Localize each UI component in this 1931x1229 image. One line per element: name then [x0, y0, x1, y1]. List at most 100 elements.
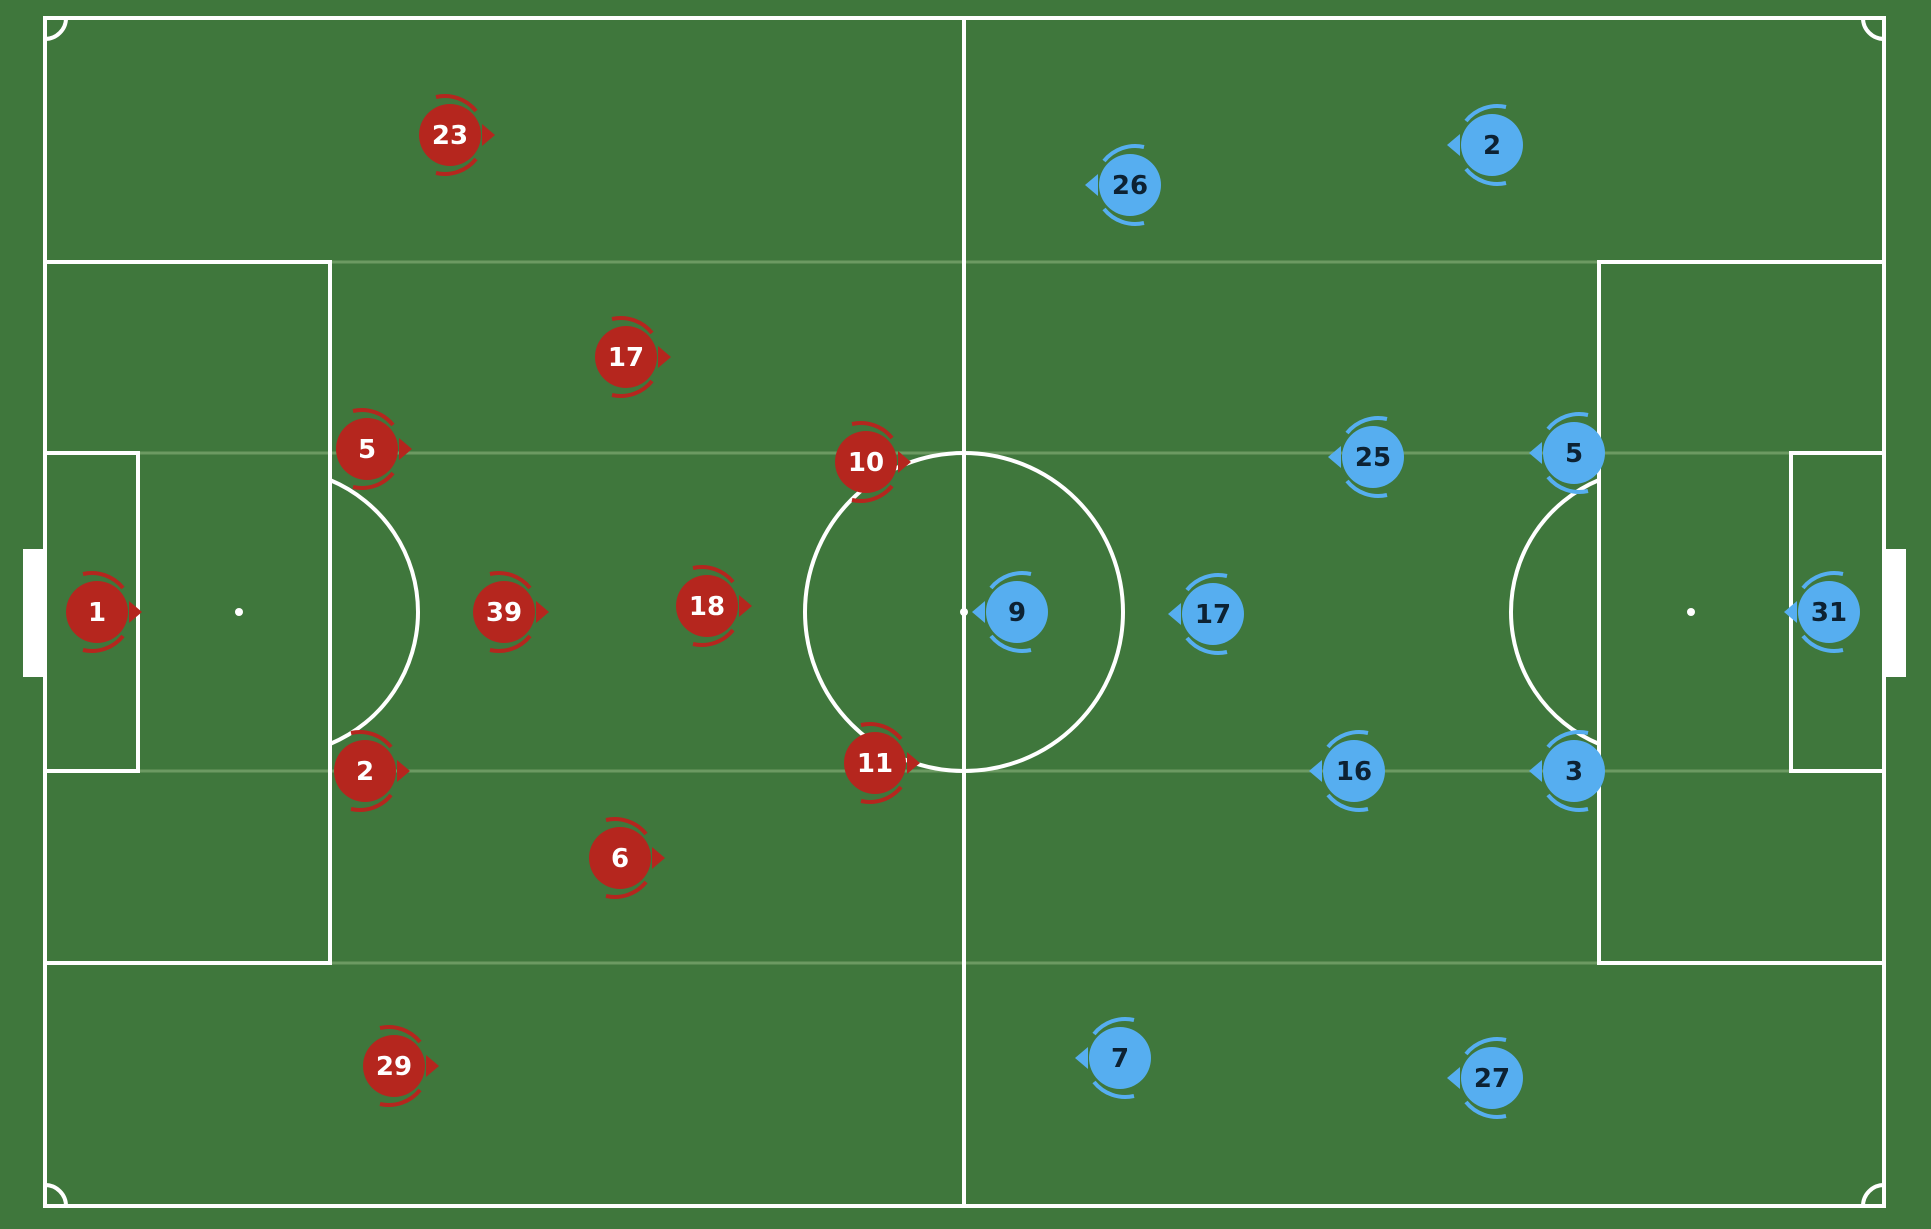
direction-arrow	[426, 1055, 439, 1077]
away-player-5[interactable]: 5	[1529, 412, 1605, 494]
player-arc-bottom	[435, 157, 478, 176]
player-arc-top	[1092, 1017, 1135, 1036]
player-number: 2	[356, 757, 374, 787]
home-player-10[interactable]: 10	[835, 421, 911, 503]
player-number: 11	[857, 749, 893, 779]
player-arc-top	[1345, 416, 1388, 435]
player-arc-bottom	[1464, 1100, 1507, 1119]
player-number: 17	[1195, 600, 1231, 630]
player-arc-bottom	[605, 880, 648, 899]
home-player-18[interactable]: 18	[676, 565, 752, 647]
player-arc-bottom	[1185, 636, 1228, 655]
player-arc-top	[860, 722, 903, 741]
home-player-29[interactable]: 29	[363, 1025, 439, 1107]
home-player-23[interactable]: 23	[419, 94, 495, 176]
away-player-16[interactable]: 16	[1309, 730, 1385, 812]
player-arc-top	[1464, 1037, 1507, 1056]
player-arc-bottom	[1092, 1080, 1135, 1099]
player-marker	[1323, 740, 1385, 802]
player-marker	[473, 581, 535, 643]
home-player-39[interactable]: 39	[473, 571, 549, 653]
player-arc-top	[379, 1025, 422, 1044]
home-player-1[interactable]: 1	[66, 571, 142, 653]
direction-arrow	[399, 438, 412, 460]
home-player-17[interactable]: 17	[595, 316, 671, 398]
away-player-26[interactable]: 26	[1085, 144, 1161, 226]
player-arc-bottom	[1102, 207, 1145, 226]
direction-arrow	[1075, 1047, 1088, 1069]
away-player-17[interactable]: 17	[1168, 573, 1244, 655]
player-number: 31	[1811, 598, 1847, 628]
player-marker	[334, 740, 396, 802]
player-arc-bottom	[851, 484, 894, 503]
player-marker	[1089, 1027, 1151, 1089]
player-marker	[1342, 426, 1404, 488]
player-number: 1	[88, 598, 106, 628]
left-penalty-arc	[329, 478, 420, 746]
player-arc-top	[851, 421, 894, 440]
player-marker	[336, 418, 398, 480]
direction-arrow	[1309, 760, 1322, 782]
player-marker	[363, 1035, 425, 1097]
player-arc-bottom	[489, 634, 532, 653]
player-arc-top	[692, 565, 735, 584]
direction-arrow	[1447, 1067, 1460, 1089]
player-number: 25	[1355, 443, 1391, 473]
player-arc-bottom	[860, 785, 903, 804]
player-arc-bottom	[379, 1088, 422, 1107]
away-player-31[interactable]: 31	[1784, 571, 1860, 653]
away-player-7[interactable]: 7	[1075, 1017, 1151, 1099]
player-number: 6	[611, 844, 629, 874]
direction-arrow	[536, 601, 549, 623]
player-arc-top	[350, 730, 393, 749]
direction-arrow	[1168, 603, 1181, 625]
left-penalty-spot	[235, 608, 243, 616]
player-number: 5	[1565, 439, 1583, 469]
left-goal	[23, 549, 45, 677]
player-marker	[419, 104, 481, 166]
direction-arrow	[739, 595, 752, 617]
home-player-11[interactable]: 11	[844, 722, 920, 804]
player-number: 18	[689, 592, 725, 622]
player-arc-top	[352, 408, 395, 427]
player-number: 16	[1336, 757, 1372, 787]
centre-circle	[803, 451, 1125, 773]
home-player-5[interactable]: 5	[336, 408, 412, 490]
home-player-6[interactable]: 6	[589, 817, 665, 899]
away-player-3[interactable]: 3	[1529, 730, 1605, 812]
player-arc-top	[605, 817, 648, 836]
centre-spot	[960, 608, 968, 616]
player-arc-top	[1546, 412, 1589, 431]
player-arc-bottom	[1326, 793, 1369, 812]
player-arc-bottom	[1345, 479, 1388, 498]
away-player-25[interactable]: 25	[1328, 416, 1404, 498]
player-arc-bottom	[1546, 475, 1589, 494]
player-marker	[595, 326, 657, 388]
player-arc-top	[82, 571, 125, 590]
corner-arc-bottom-left	[44, 1183, 68, 1207]
player-number: 29	[376, 1052, 412, 1082]
player-number: 7	[1111, 1044, 1129, 1074]
direction-arrow	[1529, 442, 1542, 464]
player-marker	[1099, 154, 1161, 216]
player-marker	[589, 827, 651, 889]
player-arc-top	[1801, 571, 1844, 590]
direction-arrow	[652, 847, 665, 869]
home-player-2[interactable]: 2	[334, 730, 410, 812]
player-marker	[66, 581, 128, 643]
away-player-27[interactable]: 27	[1447, 1037, 1523, 1119]
player-number: 3	[1565, 757, 1583, 787]
away-player-9[interactable]: 9	[972, 571, 1048, 653]
player-number: 26	[1112, 171, 1148, 201]
player-number: 17	[608, 343, 644, 373]
player-number: 9	[1008, 598, 1026, 628]
player-arc-bottom	[611, 379, 654, 398]
player-number: 5	[358, 435, 376, 465]
away-player-2[interactable]: 2	[1447, 104, 1523, 186]
player-arc-bottom	[1546, 793, 1589, 812]
direction-arrow	[1328, 446, 1341, 468]
direction-arrow	[1784, 601, 1797, 623]
player-number: 27	[1474, 1064, 1510, 1094]
player-marker	[835, 431, 897, 493]
right-penalty-spot	[1687, 608, 1695, 616]
